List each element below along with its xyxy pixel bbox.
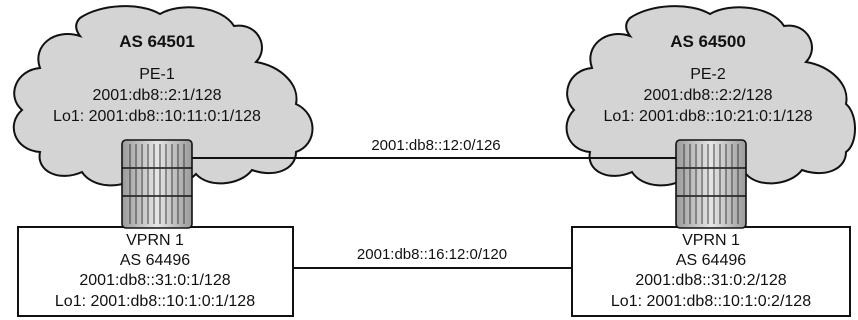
loopback-address-right: Lo1: 2001:db8::10:21:0:1/128 xyxy=(603,108,812,125)
vprn-address-left: 2001:db8::31:0:1/128 xyxy=(79,272,230,289)
vprn-box-shape-right xyxy=(571,226,851,317)
vprn-box-shape-left xyxy=(17,226,294,317)
router-icon-right xyxy=(675,139,747,229)
link-label-pe: 2001:db8::12:0/126 xyxy=(371,137,500,154)
system-address-right: 2001:db8::2:2/128 xyxy=(643,87,772,104)
vprn-name-left: VPRN 1 xyxy=(126,232,184,249)
system-address-left: 2001:db8::2:1/128 xyxy=(92,87,221,104)
as-cloud-right: AS 64500 PE-2 2001:db8::2:2/128 Lo1: 200… xyxy=(565,5,856,188)
link-pe1-pe2: 2001:db8::12:0/126 xyxy=(190,137,684,159)
cloud-shape-left xyxy=(12,5,314,188)
vprn-name-right: VPRN 1 xyxy=(682,232,740,249)
router-name-right: PE-2 xyxy=(690,66,726,83)
vprn-box-right: VPRN 1 AS 64496 2001:db8::31:0:2/128 Lo1… xyxy=(571,226,851,317)
link-vprn1-vprn2: 2001:db8::16:12:0/120 xyxy=(293,246,572,269)
vprn-box-left: VPRN 1 AS 64496 2001:db8::31:0:1/128 Lo1… xyxy=(17,226,294,317)
as-label-left: AS 64501 xyxy=(119,32,195,51)
as-label-right: AS 64500 xyxy=(670,32,746,51)
loopback-address-left: Lo1: 2001:db8::10:11:0:1/128 xyxy=(53,108,261,125)
link-label-vprn: 2001:db8::16:12:0/120 xyxy=(357,246,507,263)
as-cloud-left: AS 64501 PE-1 2001:db8::2:1/128 Lo1: 200… xyxy=(12,5,314,188)
router-icon-left xyxy=(121,139,193,229)
vprn-as-left: AS 64496 xyxy=(120,252,190,269)
vprn-loopback-left: Lo1: 2001:db8::10:1:0:1/128 xyxy=(55,293,255,310)
router-name-left: PE-1 xyxy=(139,66,175,83)
vprn-address-right: 2001:db8::31:0:2/128 xyxy=(635,272,786,289)
vprn-as-right: AS 64496 xyxy=(676,252,746,269)
vprn-loopback-right: Lo1: 2001:db8::10:1:0:2/128 xyxy=(611,293,811,310)
